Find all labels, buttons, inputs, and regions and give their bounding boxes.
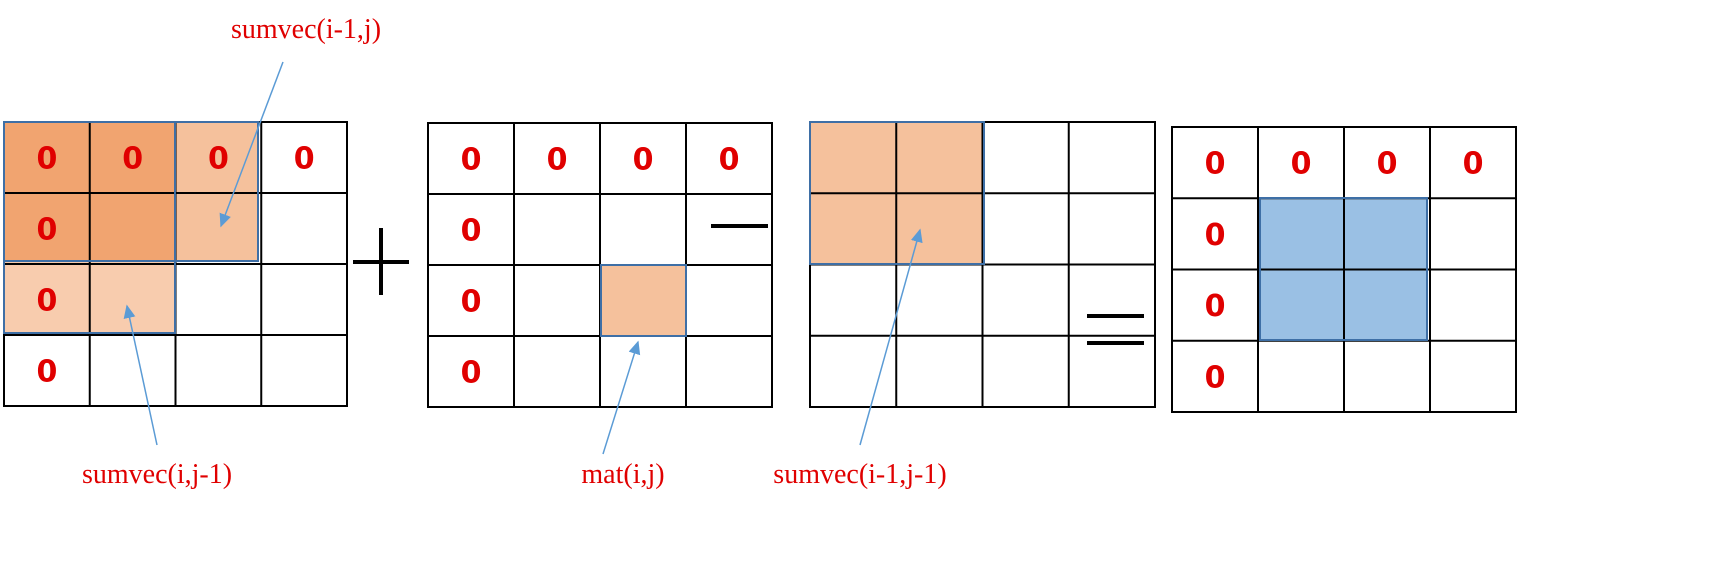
grid-result-cell-2-0: 0 — [1205, 289, 1226, 324]
arrow-sumvec-diag — [859, 228, 923, 446]
grid-mat-cell-2-0: 0 — [461, 285, 482, 320]
grid-sumvec-left-cell-1-0: 0 — [36, 213, 57, 248]
grid-result-cell-0-0: 0 — [1205, 147, 1226, 182]
grid-sumvec-left-cell-3-0: 0 — [36, 355, 57, 390]
grid-sumvec-left — [3, 121, 348, 407]
region-outlines — [3, 121, 1428, 341]
arrow-sumvec-left — [123, 304, 158, 446]
equals-operator — [1087, 314, 1144, 345]
grid-result — [1171, 126, 1517, 413]
mat-cell-highlight — [601, 265, 686, 336]
label-sumvec-up: sumvec(i-1,j) — [231, 14, 381, 45]
grid-mat-cell-3-0: 0 — [461, 356, 482, 391]
grid-result-cell-1-0: 0 — [1205, 218, 1226, 253]
mat-cell-outline — [600, 264, 687, 337]
plus-operator — [353, 228, 409, 295]
label-mat: mat(i,j) — [581, 459, 664, 490]
grid-sumvec-left-cell-0-1: 0 — [122, 142, 143, 177]
cell-texts: 0 0 0 0 0 0 0 0 0 0 0 0 0 0 0 0 0 0 0 0 0 — [36, 142, 1483, 396]
result-outline — [1259, 197, 1428, 341]
label-sumvec-left: sumvec(i,j-1) — [82, 459, 232, 490]
grid-sumvec-left-cell-0-3: 0 — [294, 142, 315, 177]
arrow-sumvec-up — [219, 61, 284, 228]
grid-mat-cell-0-0: 0 — [461, 143, 482, 178]
pointer-arrows — [123, 61, 923, 455]
grid-sumvec-left-cell-0-0: 0 — [36, 142, 57, 177]
grid-result-cell-0-3: 0 — [1463, 147, 1484, 182]
grid-sumvec-left-cell-0-2: 0 — [208, 142, 229, 177]
grid-result-cell-3-0: 0 — [1205, 360, 1226, 395]
grid-result-cell-0-2: 0 — [1377, 147, 1398, 182]
sumvec-diag-outline — [809, 121, 985, 265]
label-sumvec-diag: sumvec(i-1,j-1) — [773, 459, 946, 490]
arrow-mat — [602, 340, 641, 455]
grid-mat-cell-0-3: 0 — [719, 143, 740, 178]
grid-mat-cell-0-2: 0 — [633, 143, 654, 178]
grid-result-cell-0-1: 0 — [1291, 147, 1312, 182]
sumvec-left-outline — [3, 121, 176, 334]
grid-mat-cell-1-0: 0 — [461, 214, 482, 249]
grid-sumvec-left-cell-2-0: 0 — [36, 284, 57, 319]
grid-mat-cell-0-1: 0 — [547, 143, 568, 178]
